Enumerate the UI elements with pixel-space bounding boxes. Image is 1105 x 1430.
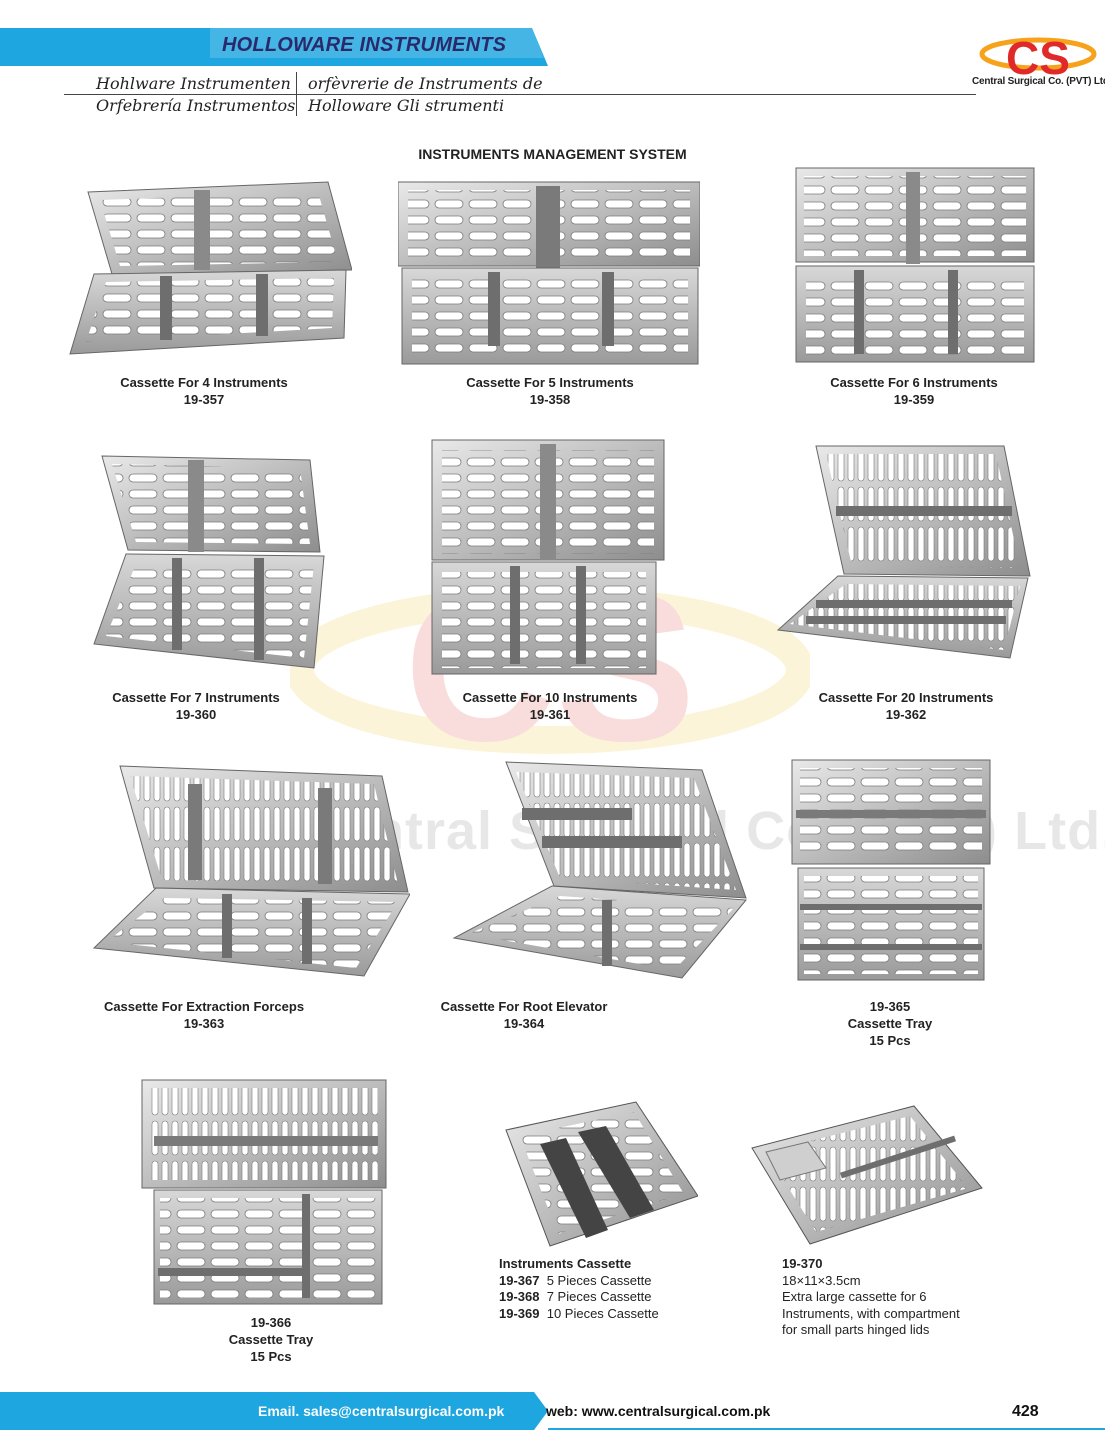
caption-19-361: Cassette For 10 Instruments 19-361 [430, 689, 670, 723]
instruments-cassette-description: Instruments Cassette 19-367 5 Pieces Cas… [499, 1256, 659, 1322]
product-code: 19-366 [250, 1315, 292, 1330]
cassette-root-elevator-image [452, 761, 747, 979]
product-code: 19-360 [175, 707, 217, 722]
caption-19-365: 19-365 Cassette Tray 15 Pcs [830, 998, 950, 1049]
cassette-4-image [69, 181, 352, 355]
product-name: Cassette For 7 Instruments [112, 690, 280, 705]
section-title: INSTRUMENTS MANAGEMENT SYSTEM [418, 146, 687, 162]
product-quantity: 15 Pcs [250, 1349, 292, 1364]
caption-19-364: Cassette For Root Elevator 19-364 [424, 998, 624, 1032]
product-size: 18×11×3.5cm [782, 1272, 861, 1288]
product-code: 19-370 [782, 1256, 823, 1271]
product-quantity: 15 Pcs [869, 1033, 911, 1048]
description-line: Extra large cassette for 6 [782, 1289, 927, 1304]
product-name: Cassette For 5 Instruments [466, 375, 634, 390]
cassette-extraction-forceps-image [92, 765, 410, 977]
cassette-10-image [431, 439, 665, 675]
product-code: 19-361 [529, 707, 571, 722]
cassette-7-image [93, 455, 325, 669]
caption-19-362: Cassette For 20 Instruments 19-362 [796, 689, 1016, 723]
product-name: Cassette For 6 Instruments [830, 375, 998, 390]
subtitle-italian: Holloware Gli strumenti [308, 96, 505, 115]
caption-19-366: 19-366 Cassette Tray 15 Pcs [204, 1314, 338, 1365]
instruments-cassette-title: Instruments Cassette [499, 1256, 632, 1271]
list-item: 19-368 7 Pieces Cassette [499, 1289, 652, 1304]
company-name: Central Surgical Co. (PVT) Ltd., [972, 76, 1105, 87]
cassette-20-image [776, 445, 1031, 659]
description-line: Instruments, with compartment [782, 1305, 960, 1321]
product-name: Cassette For 20 Instruments [818, 690, 994, 705]
company-logo: CS [979, 32, 1097, 84]
footer-email-link[interactable]: Email. sales@centralsurgical.com.pk [258, 1403, 505, 1419]
caption-19-359: Cassette For 6 Instruments 19-359 [800, 374, 1028, 408]
cassette-6-image [795, 167, 1035, 363]
caption-19-358: Cassette For 5 Instruments 19-358 [430, 374, 670, 408]
caption-19-357: Cassette For 4 Instruments 19-357 [94, 374, 314, 408]
caption-19-363: Cassette For Extraction Forceps 19-363 [86, 998, 322, 1032]
footer-bar [0, 1392, 1105, 1430]
list-item: 19-367 5 Pieces Cassette [499, 1272, 652, 1288]
product-name: Cassette Tray [228, 1332, 314, 1347]
product-code: 19-363 [183, 1016, 225, 1031]
subtitle-german: Hohlware Instrumenten [96, 74, 291, 93]
cassette-tray-19-365-image [791, 759, 991, 981]
subtitle-french: orfèvrerie de Instruments de [308, 74, 543, 93]
page-number: 428 [1012, 1403, 1039, 1420]
cassette-tray-19-366-image [141, 1079, 387, 1305]
product-name: Cassette For Extraction Forceps [103, 999, 305, 1014]
product-code: 19-359 [893, 392, 935, 407]
large-cassette-description: 19-370 18×11×3.5cm Extra large cassette … [782, 1256, 960, 1339]
subtitle-separator [296, 72, 297, 116]
product-name: Cassette For 4 Instruments [120, 375, 288, 390]
footer-web-link[interactable]: web: www.centralsurgical.com.pk [546, 1403, 771, 1419]
list-item: 19-369 10 Pieces Cassette [499, 1305, 659, 1321]
product-code: 19-357 [183, 392, 225, 407]
header-banner [0, 28, 548, 66]
product-name: Cassette For 10 Instruments [462, 690, 638, 705]
cassette-5-image [398, 181, 700, 365]
product-code: 19-365 [869, 999, 911, 1014]
description-line: for small parts hinged lids [782, 1322, 930, 1337]
product-code: 19-362 [885, 707, 927, 722]
large-cassette-19-370-image [751, 1105, 983, 1245]
page-title: HOLLOWARE INSTRUMENTS [222, 34, 507, 56]
product-name: Cassette Tray [847, 1016, 933, 1031]
instruments-cassette-image [505, 1101, 698, 1247]
subtitle-spanish: Orfebrería Instrumentos [96, 96, 296, 115]
caption-19-360: Cassette For 7 Instruments 19-360 [86, 689, 306, 723]
product-code: 19-358 [529, 392, 571, 407]
product-code: 19-364 [503, 1016, 545, 1031]
header-divider [64, 94, 976, 95]
logo-letters: CS [1006, 32, 1070, 84]
product-name: Cassette For Root Elevator [440, 999, 608, 1014]
